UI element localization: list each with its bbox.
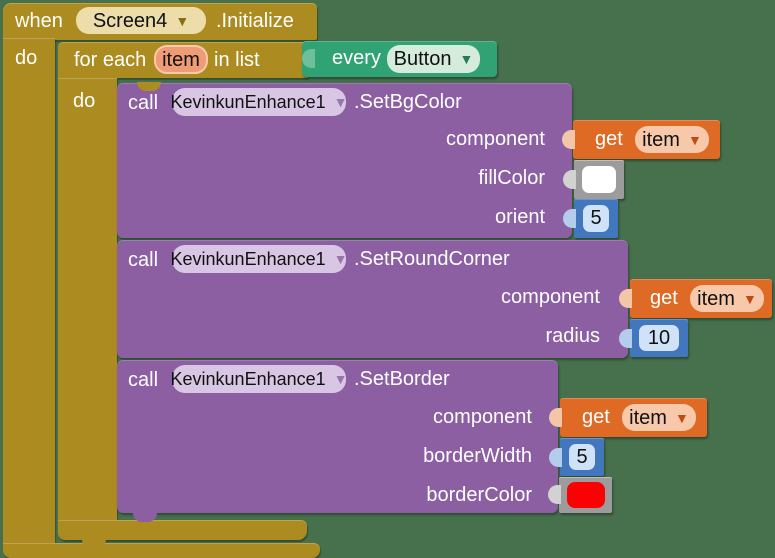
screen-dropdown[interactable]: Screen4 ▼: [76, 7, 206, 34]
component-type-value: Button: [393, 48, 452, 70]
value-plug-icon: [563, 170, 576, 189]
foreach-block-spine[interactable]: [58, 78, 117, 525]
method-name: .SetBgColor: [354, 91, 462, 113]
extension-dropdown[interactable]: KevinkunEnhance1 ▼: [170, 88, 348, 116]
statement-bottom-plug: [133, 513, 157, 522]
call-keyword: call: [128, 249, 159, 271]
variable-dropdown[interactable]: item ▼: [690, 285, 764, 312]
value-plug-icon: [619, 289, 632, 308]
number-field[interactable]: 5: [583, 205, 609, 232]
every-component-block[interactable]: every Button ▼: [302, 41, 497, 77]
value-plug-icon: [549, 408, 562, 427]
number-value: 5: [576, 445, 588, 468]
dropdown-arrow-icon: ▼: [333, 371, 348, 387]
get-variable-block[interactable]: get item ▼: [619, 279, 772, 318]
variable-name: item: [642, 128, 680, 151]
foreach-keyword: for each: [74, 49, 147, 71]
component-type-dropdown[interactable]: Button ▼: [387, 45, 480, 73]
dropdown-arrow-icon: ▼: [333, 251, 348, 267]
extension-name: KevinkunEnhance1: [170, 92, 326, 112]
value-plug-icon: [549, 448, 562, 467]
number-field[interactable]: 5: [569, 444, 595, 470]
statement-notch: [137, 82, 161, 91]
number-block-radius[interactable]: 10: [619, 319, 688, 357]
when-event-block-spine[interactable]: [3, 38, 55, 545]
variable-name: item: [629, 406, 667, 429]
dropdown-arrow-icon: ▼: [333, 94, 348, 110]
dropdown-arrow-icon: ▼: [674, 409, 689, 426]
param-label: borderColor: [426, 484, 532, 506]
variable-name: item: [697, 287, 735, 310]
foreach-variable-field[interactable]: item: [154, 45, 208, 74]
when-event-name: .Initialize: [216, 10, 294, 32]
number-block-orient[interactable]: 5: [563, 199, 618, 238]
param-label: component: [501, 286, 600, 308]
when-event-block-footer[interactable]: [3, 543, 320, 558]
call-keyword: call: [128, 92, 159, 114]
number-value: 10: [647, 326, 671, 349]
every-keyword: every: [332, 47, 381, 69]
dropdown-arrow-icon: ▼: [687, 131, 702, 148]
when-keyword: when: [15, 10, 63, 32]
call-keyword: call: [128, 369, 159, 391]
foreach-inlist-label: in list: [214, 49, 260, 71]
screen-dropdown-value: Screen4: [92, 9, 168, 32]
foreach-block-footer[interactable]: [58, 520, 307, 540]
number-field[interactable]: 10: [639, 325, 679, 351]
extension-name: KevinkunEnhance1: [170, 249, 326, 269]
method-name: .SetBorder: [354, 368, 450, 390]
extension-dropdown[interactable]: KevinkunEnhance1 ▼: [170, 365, 348, 393]
get-keyword: get: [582, 406, 610, 428]
number-block-borderwidth[interactable]: 5: [549, 438, 604, 476]
color-swatch-white[interactable]: [582, 166, 616, 193]
dropdown-arrow-icon: ▼: [175, 12, 190, 29]
extension-dropdown[interactable]: KevinkunEnhance1 ▼: [170, 245, 348, 273]
param-label: orient: [494, 206, 545, 228]
method-name: .SetRoundCorner: [354, 248, 510, 270]
color-swatch-red[interactable]: [567, 482, 605, 508]
param-label: fillColor: [478, 167, 545, 189]
dropdown-arrow-icon: ▼: [742, 290, 757, 307]
number-value: 5: [590, 207, 602, 229]
color-block-white[interactable]: [563, 160, 624, 199]
value-plug-icon: [302, 49, 315, 68]
variable-dropdown[interactable]: item ▼: [622, 404, 696, 431]
value-plug-icon: [619, 329, 632, 348]
foreach-variable-name: item: [162, 48, 200, 71]
value-plug-icon: [548, 485, 561, 504]
get-keyword: get: [650, 287, 678, 309]
param-label: component: [433, 406, 532, 428]
dropdown-arrow-icon: ▼: [459, 51, 474, 67]
color-block-red[interactable]: [548, 477, 612, 513]
extension-name: KevinkunEnhance1: [170, 369, 326, 389]
param-label: borderWidth: [423, 445, 532, 467]
foreach-bottom-plug: [82, 539, 106, 548]
param-label: component: [446, 128, 545, 150]
value-plug-icon: [563, 209, 576, 228]
get-variable-block[interactable]: get item ▼: [549, 398, 707, 437]
value-plug-icon: [562, 130, 575, 149]
foreach-do-label: do: [73, 90, 96, 112]
variable-dropdown[interactable]: item ▼: [635, 126, 709, 153]
param-label: radius: [545, 325, 600, 347]
get-variable-block[interactable]: get item ▼: [562, 120, 720, 159]
get-keyword: get: [595, 128, 623, 150]
when-do-label: do: [15, 47, 38, 69]
